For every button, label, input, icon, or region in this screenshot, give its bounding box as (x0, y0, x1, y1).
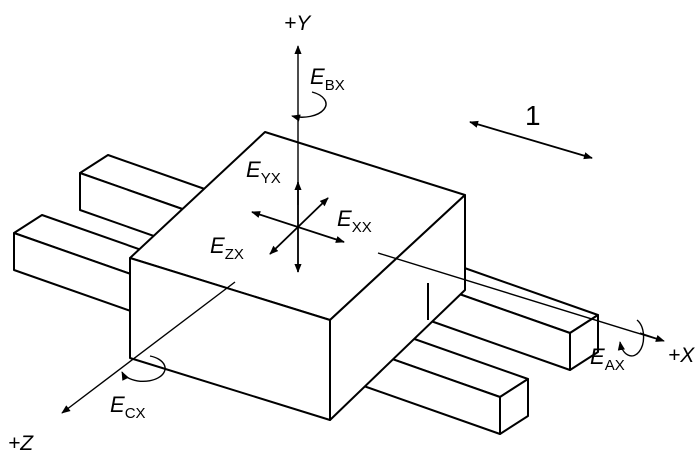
label-e-zx: EZX (210, 233, 244, 263)
label-e-bx: EBX (310, 64, 345, 94)
rotation-arrow-e-bx (291, 91, 327, 122)
arrow-direction-1 (469, 120, 593, 160)
label-e-cx: ECX (110, 392, 146, 422)
callout-number: 1 (525, 100, 541, 131)
rotation-arrow-e-cx (121, 355, 166, 383)
rotation-arrow-e-ax (617, 319, 645, 357)
x-axis-line (377, 252, 661, 341)
label-e-ax: EAX (590, 344, 625, 374)
z-axis-line (61, 281, 236, 414)
axis-label-x: +X (668, 344, 695, 367)
arrow-e-zx (269, 197, 329, 255)
label-e-yx: EYX (246, 157, 281, 187)
axis-label-y: +Y (284, 12, 312, 35)
axis-label-z: +Z (8, 432, 34, 455)
label-e-xx: EXX (337, 206, 372, 236)
